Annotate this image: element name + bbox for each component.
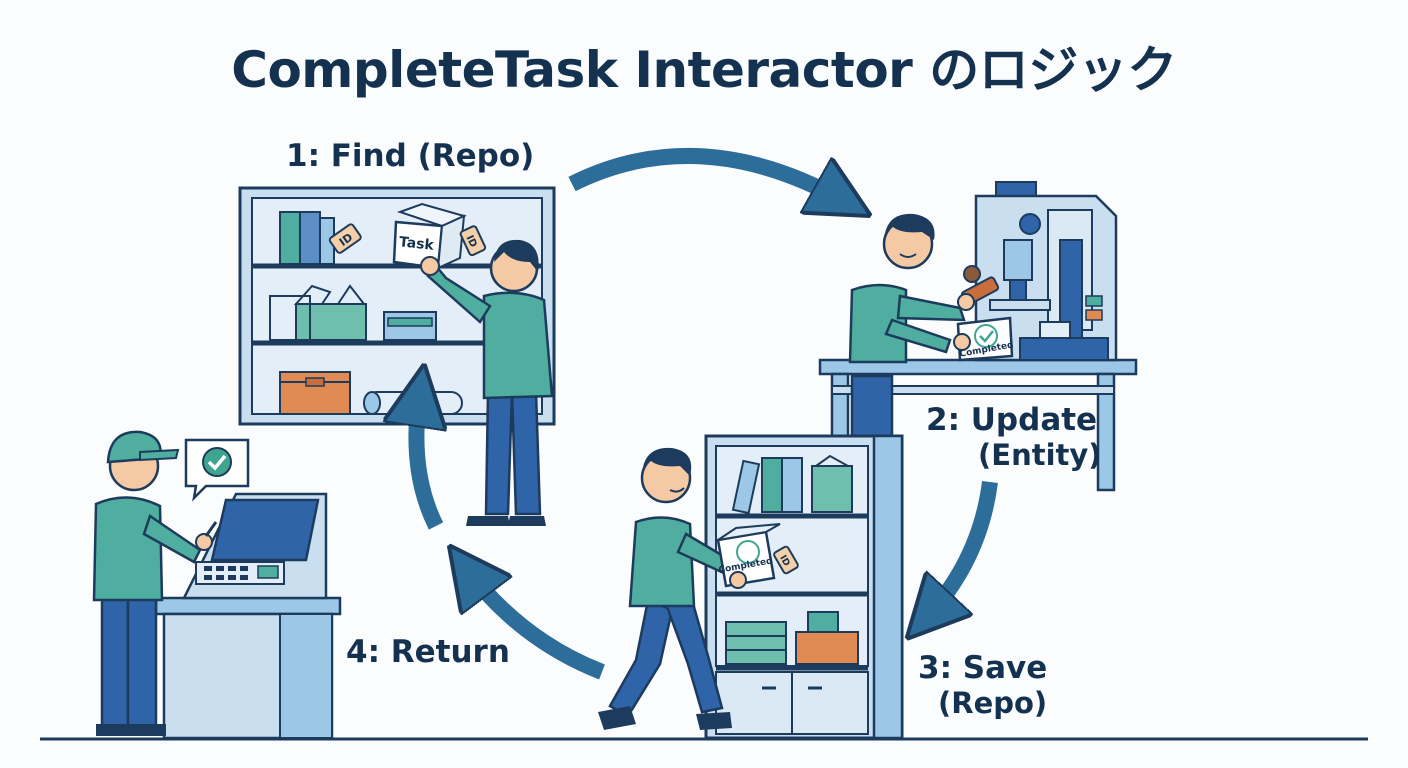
step-2-sublabel: (Entity) bbox=[978, 438, 1102, 472]
step-4-label: 4: Return bbox=[346, 634, 510, 670]
step-2-label: 2: Update bbox=[926, 402, 1098, 438]
svg-text:ID: ID bbox=[337, 231, 355, 249]
svg-text:ID: ID bbox=[464, 234, 479, 250]
svg-text:ID: ID bbox=[777, 554, 791, 568]
page-title: CompleteTask Interactor のロジック bbox=[231, 41, 1177, 99]
arrow-update-to-save bbox=[926, 480, 998, 618]
person-saving: Completed ID bbox=[598, 447, 799, 730]
repository-shelf-save bbox=[704, 434, 904, 740]
step-3-sublabel: (Repo) bbox=[938, 686, 1048, 720]
task-box-label: Task bbox=[398, 234, 435, 254]
arrow-save-to-return bbox=[466, 568, 605, 680]
step-3-label: 3: Save bbox=[918, 650, 1048, 686]
check-icon bbox=[202, 447, 232, 477]
person-updating bbox=[848, 213, 1000, 440]
kiosk-terminal-icon bbox=[154, 492, 342, 740]
person-finding bbox=[420, 239, 554, 526]
speech-bubble-icon bbox=[184, 438, 250, 502]
arrow-find-to-update bbox=[568, 147, 846, 202]
update-workbench bbox=[818, 358, 1138, 492]
step-1-label: 1: Find (Repo) bbox=[286, 138, 535, 174]
arrow-return-to-find bbox=[416, 392, 436, 530]
person-returning bbox=[92, 430, 218, 736]
